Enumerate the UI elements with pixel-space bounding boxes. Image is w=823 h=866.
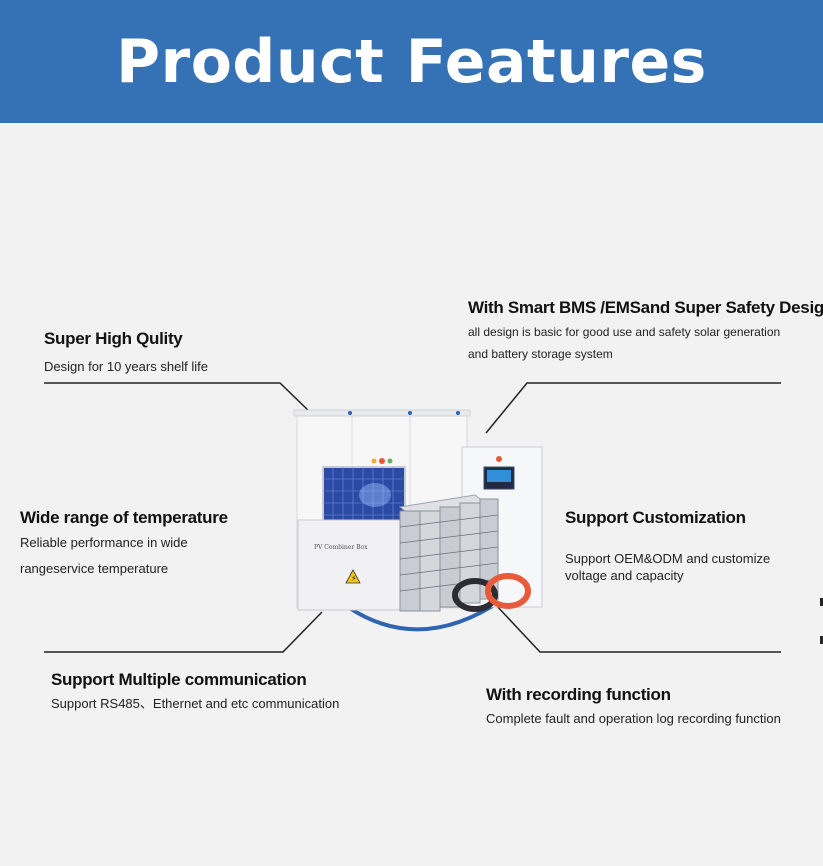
feature-desc: Reliable performance in wide rangeservic… bbox=[20, 535, 188, 576]
feature-desc: Support RS485、Ethernet and etc communica… bbox=[51, 696, 340, 711]
edge-mark bbox=[820, 636, 823, 644]
cable-coils bbox=[452, 573, 531, 612]
edge-mark bbox=[820, 598, 823, 606]
feature-desc: all design is basic for good use and saf… bbox=[468, 325, 781, 361]
feature-title: Support Multiple communication bbox=[51, 670, 307, 689]
solar-panel bbox=[322, 466, 406, 526]
feature-quality: Super High Qulity Design for 10 years sh… bbox=[44, 329, 264, 379]
page-title: Product Features bbox=[116, 26, 707, 97]
feature-recording: With recording function Complete fault a… bbox=[486, 685, 781, 731]
feature-customization: Support Customization Support OEM&ODM an… bbox=[565, 508, 813, 584]
feature-title: Super High Qulity bbox=[44, 329, 183, 348]
combiner-box: PV Combiner Box ⚡ bbox=[297, 519, 401, 611]
feature-title: Wide range of temperature bbox=[20, 508, 228, 527]
connector-bms bbox=[485, 382, 781, 434]
battery-racks bbox=[398, 494, 499, 612]
feature-bms: With Smart BMS /EMSand Super Safety Desi… bbox=[468, 298, 823, 365]
feature-communication: Support Multiple communication Support R… bbox=[51, 670, 339, 716]
feature-desc: Design for 10 years shelf life bbox=[44, 359, 209, 374]
feature-title: With Smart BMS /EMSand Super Safety Desi… bbox=[468, 298, 823, 317]
feature-temperature: Wide range of temperature Reliable perfo… bbox=[20, 508, 265, 582]
combiner-box-label: PV Combiner Box bbox=[314, 544, 368, 551]
feature-title: With recording function bbox=[486, 685, 671, 704]
connector-recording bbox=[494, 603, 781, 653]
product-base-arc bbox=[346, 598, 504, 632]
feature-desc: Support OEM&ODM and customize voltage an… bbox=[565, 551, 771, 583]
connector-communication bbox=[44, 611, 323, 653]
product-illustration: PV Combiner Box ⚡ bbox=[293, 409, 543, 632]
connector-quality bbox=[44, 382, 313, 415]
header-banner: Product Features bbox=[0, 0, 823, 123]
svg-text:⚡: ⚡ bbox=[351, 574, 357, 583]
feature-desc: Complete fault and operation log recordi… bbox=[486, 711, 781, 726]
feature-title: Support Customization bbox=[565, 508, 746, 527]
